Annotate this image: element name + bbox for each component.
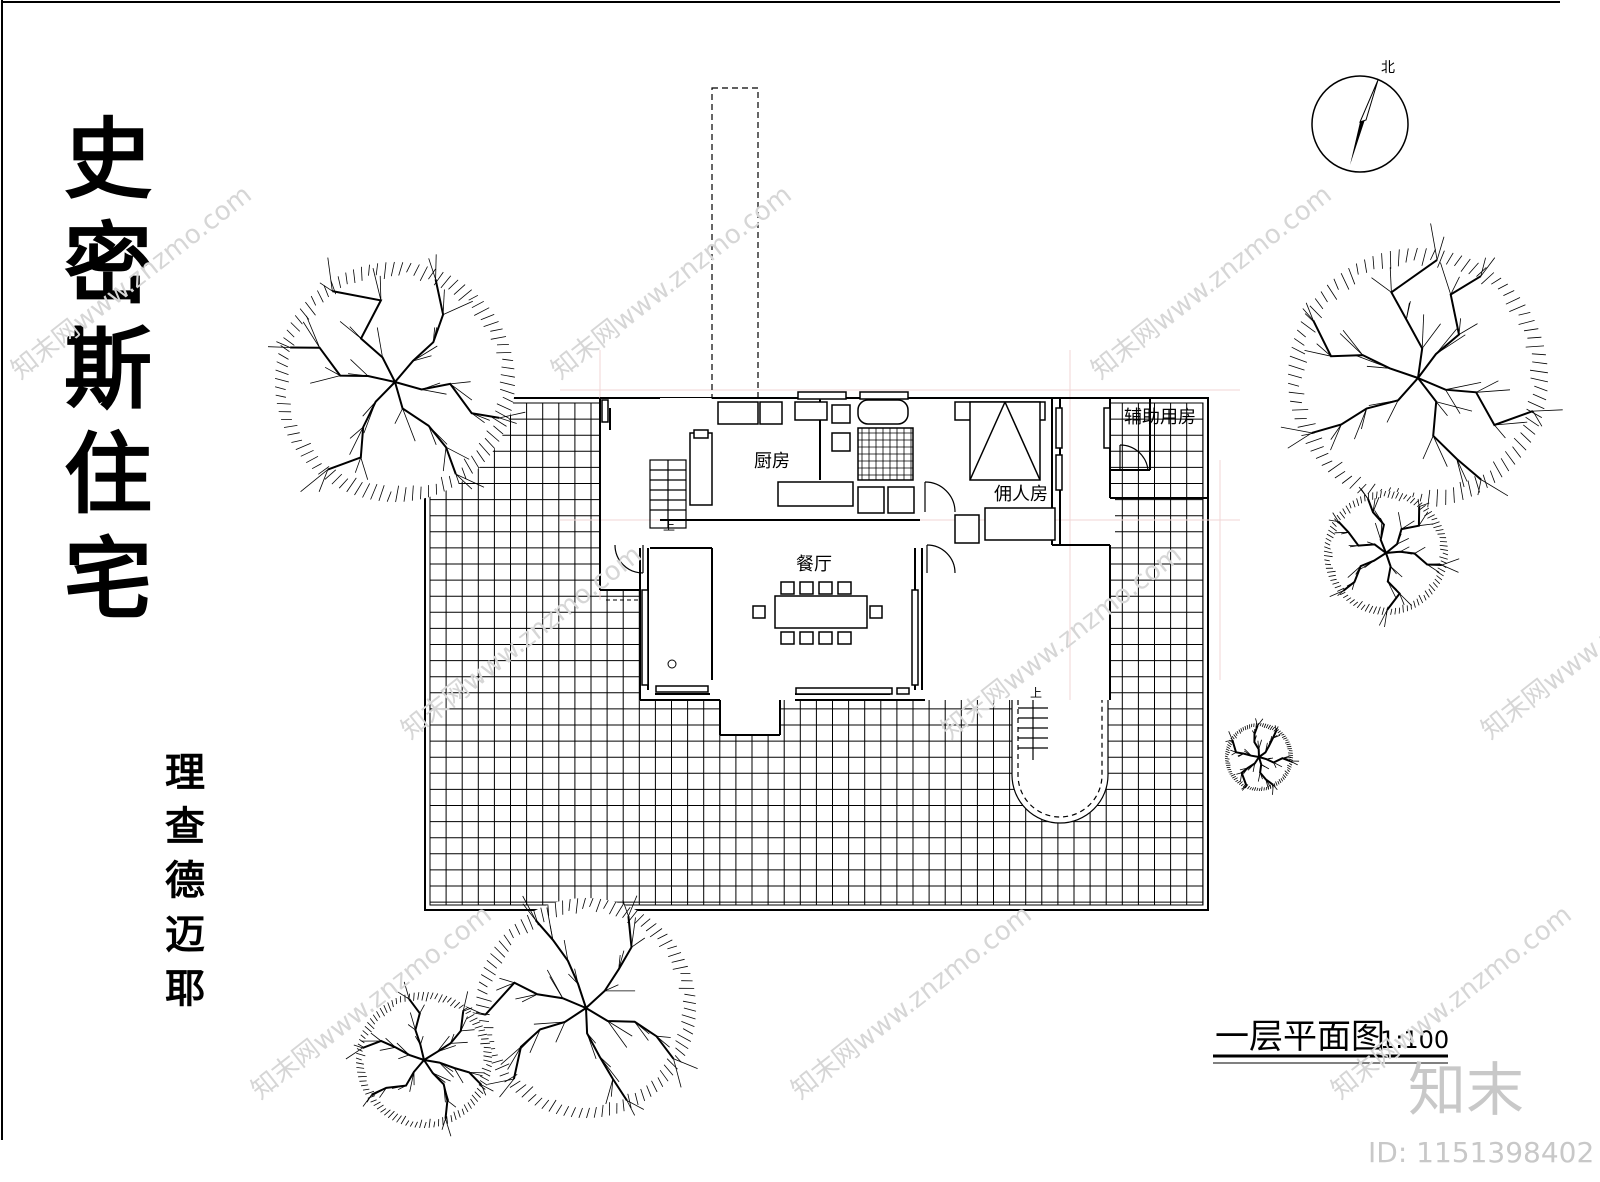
title-block: 史 密 斯 住 宅 [64, 108, 152, 631]
caption-title: 一层平面图 [1215, 1017, 1385, 1057]
title-char: 宅 [64, 528, 152, 631]
dining-furniture [752, 581, 883, 645]
architect-char: 理 [165, 750, 205, 796]
west-stair [649, 459, 687, 529]
room-label-servant: 佣人房 [994, 484, 1048, 505]
room-label-auxiliary: 辅助用房 [1124, 407, 1196, 428]
misc-details [606, 599, 677, 669]
drawing-caption: 一层平面图 1:100 [1213, 1017, 1449, 1064]
door-swings [614, 444, 1149, 574]
architect-name: 理 查 德 迈 耶 [165, 750, 205, 1012]
architect-char: 耶 [165, 966, 205, 1012]
title-char: 斯 [64, 318, 152, 421]
stair-up-label: 上 [663, 519, 675, 533]
trees [267, 223, 1563, 1137]
title-char: 史 [64, 108, 152, 211]
watermark-id: ID: 1151398402 [1368, 1136, 1594, 1169]
room-label-kitchen: 厨房 [754, 451, 790, 472]
watermark-text: 知末网www.znzmo.com [396, 540, 648, 746]
tree-icon [1323, 486, 1460, 628]
wall-segments [601, 391, 1111, 695]
watermark-text: 知末网www.znzmo.com [786, 900, 1038, 1106]
tree-icon [1280, 223, 1563, 509]
north-label: 北 [1381, 60, 1395, 76]
servant-room-furniture [954, 401, 1056, 544]
title-char: 住 [64, 423, 152, 526]
stair-up-label: 上 [1030, 686, 1042, 700]
watermark-text: 知末网www.znzmo.com [1476, 540, 1600, 746]
north-arrow: 北 [1311, 60, 1409, 173]
kitchen-tile-grid [858, 428, 913, 480]
room-labels: 厨房 辅助用房 佣人房 餐厅 上 上 [663, 407, 1196, 700]
tree-icon [345, 981, 494, 1137]
east-stair [1011, 700, 1109, 824]
title-char: 密 [64, 213, 152, 316]
architect-char: 德 [165, 858, 205, 904]
watermark-brand: 知末 [1408, 1056, 1524, 1124]
caption-scale: 1:100 [1380, 1026, 1449, 1054]
terrace-paving [424, 88, 1209, 911]
kitchen-fixtures [689, 399, 915, 514]
architect-char: 查 [165, 804, 205, 850]
tree-icon [1224, 718, 1300, 795]
chimney-outline [711, 87, 759, 399]
room-label-dining: 餐厅 [796, 554, 832, 575]
watermark-text: 知末网www.znzmo.com [546, 180, 798, 386]
tree-icon [267, 254, 526, 503]
tree-icon [459, 895, 698, 1119]
architect-char: 迈 [165, 912, 205, 958]
sheet-border [1, 0, 1560, 1140]
